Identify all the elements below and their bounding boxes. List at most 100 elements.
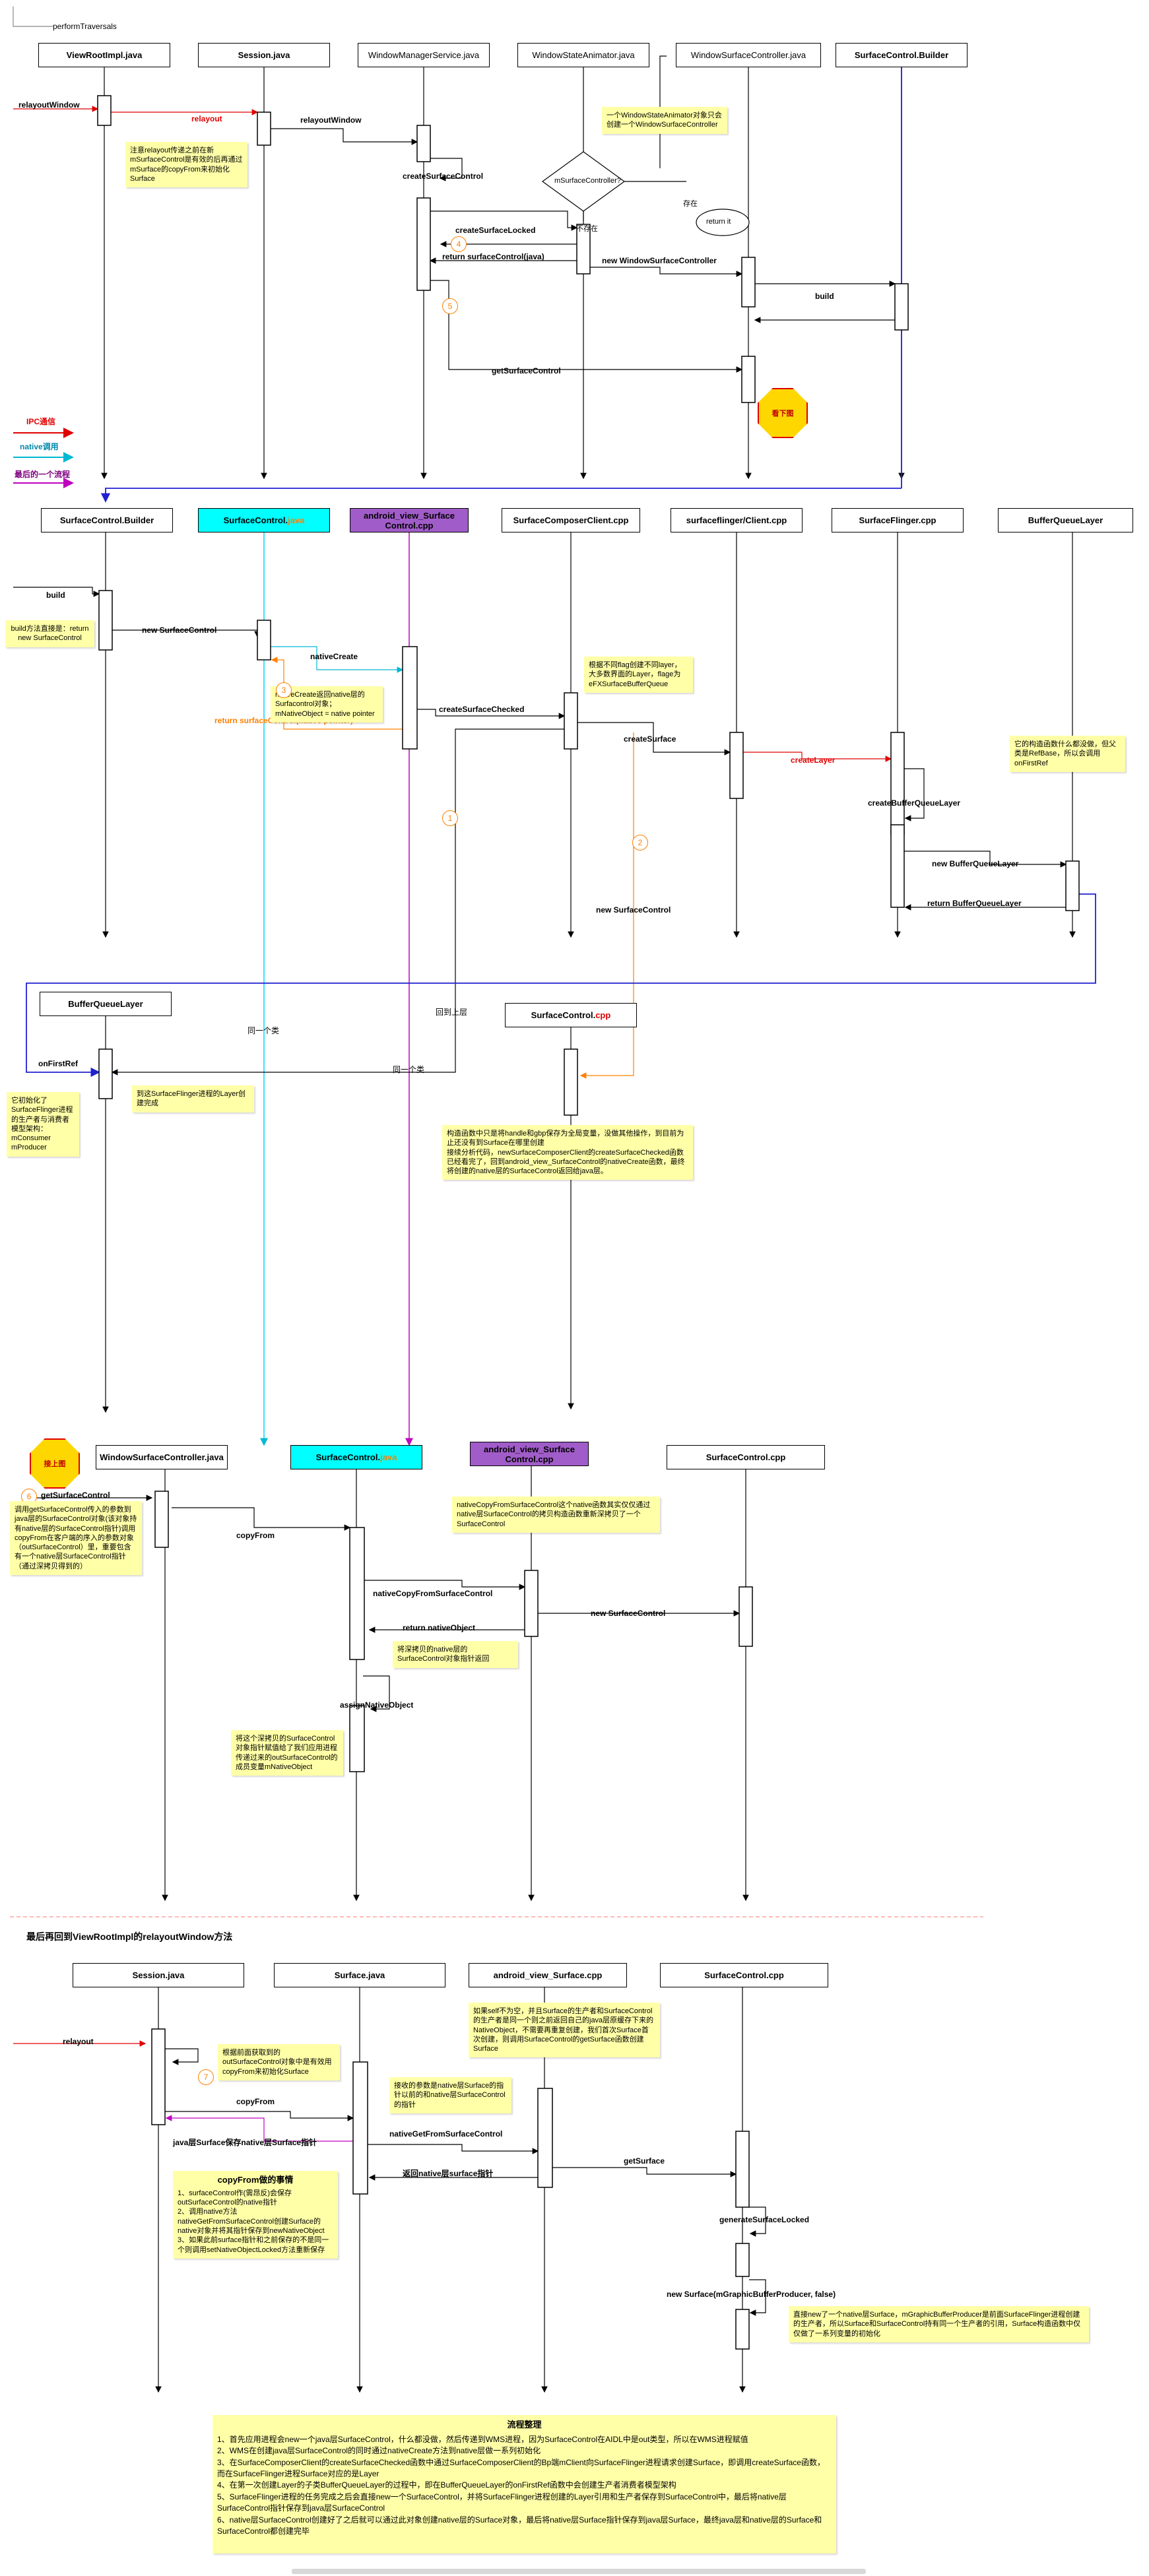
section3-activations xyxy=(98,1048,578,1116)
footer-back-to-relayout: 最后再回到ViewRootImpl的relayoutWindow方法 xyxy=(26,1931,233,1942)
msg-create-layer: createLayer xyxy=(791,756,836,765)
msg-get-surface: getSurface xyxy=(624,2156,665,2166)
msg-on-first-ref: onFirstRef xyxy=(38,1059,78,1068)
lifeline-buffer-queue-layer: BufferQueueLayer xyxy=(998,508,1133,532)
note-copy-from: copyFrom做的事情 1、surfaceControl作(需昂反)会保存ou… xyxy=(173,2171,338,2259)
step-4-marker: 4 xyxy=(451,236,467,252)
lifeline-buffer-queue-layer-2: BufferQueueLayer xyxy=(40,992,172,1016)
relayout-window-start-label: relayoutWindow xyxy=(18,100,80,110)
lifeline-surface-control-java-2: SurfaceControl.java xyxy=(290,1445,422,1469)
horizontal-scrollbar[interactable] xyxy=(292,2569,866,2574)
msg-build: build xyxy=(815,292,834,301)
msg-native-copy-from-surface-control: nativeCopyFromSurfaceControl xyxy=(373,1589,493,1598)
lifeline-android-view-surface-cpp: android_view_Surface.cpp xyxy=(469,1963,627,1987)
note-copy-from-body: 1、surfaceControl作(需昂反)会保存outSurfaceContr… xyxy=(178,2189,329,2254)
msg-relayout: relayout xyxy=(191,114,222,123)
summary-note: 流程整理 1、首先应用进程会new一个java层SurfaceControl，什… xyxy=(213,2415,836,2554)
msg-create-surface-locked: createSurfaceLocked xyxy=(455,226,536,235)
lifeline-builder-2: SurfaceControl.Builder xyxy=(41,508,173,532)
msg-new-surface-control: new SurfaceControl xyxy=(142,626,217,635)
msg-generate-surface-locked: generateSurfaceLocked xyxy=(719,2215,810,2224)
lifeline-surface-control-builder: SurfaceControl.Builder xyxy=(836,43,968,67)
note-copy-from-title: copyFrom做的事情 xyxy=(217,2175,294,2185)
perform-traversals-label: performTraversals xyxy=(53,22,117,31)
summary-item-4: 4、在第一次创建Layer的子类BufferQueueLayer的过程中，即在B… xyxy=(217,2480,676,2490)
lifeline-client-cpp: surfaceflinger/Client.cpp xyxy=(671,508,803,532)
section2-activations xyxy=(98,590,1080,911)
msg-new-surface-control-cpp: new SurfaceControl xyxy=(596,905,671,915)
lifeline-surface-control-cpp-3: SurfaceControl.cpp xyxy=(660,1963,828,1987)
msg-copy-from: copyFrom xyxy=(236,1531,275,1540)
note-builder: build方法直接是：return new SurfaceControl xyxy=(5,620,94,647)
decision-not-exists: 不存在 xyxy=(576,225,598,233)
note-self: 如果self不为空，并且Surface的生产者和SurfaceControl的生… xyxy=(469,2003,660,2058)
msg-create-surface-checked: createSurfaceChecked xyxy=(439,705,525,714)
lifeline-surface-composer-client: SurfaceComposerClient.cpp xyxy=(502,508,640,532)
label-same-class-2: 同一个类 xyxy=(393,1065,425,1074)
stop-sign-next: 看下图 xyxy=(758,388,808,438)
msg-return-top: 回到上层 xyxy=(436,1008,468,1017)
note-receive: 接收的参数是native层Surface的指针以前的和native层Surfac… xyxy=(389,2077,511,2113)
msg-create-surface-control: createSurfaceControl xyxy=(403,172,484,181)
stop-sign-continue: 接上图 xyxy=(30,1438,80,1489)
lifeline-session-2: Session.java xyxy=(73,1963,244,1987)
note-native-copy: nativeCopyFromSurfaceControl这个native函数其实… xyxy=(452,1497,660,1533)
msg-new-surface: new Surface(mGraphicBufferProducer, fals… xyxy=(667,2290,836,2299)
msg-copy-from-2: copyFrom xyxy=(236,2097,275,2106)
msg-build-2: build xyxy=(46,591,65,600)
msg-return-native-object: return nativeObject xyxy=(403,1623,476,1632)
lifeline-surface-control-cpp-2: SurfaceControl.cpp xyxy=(667,1445,825,1469)
note-animator: 一个WindowStateAnimator对象只会创建一个WindowSurfa… xyxy=(602,107,727,134)
lifeline-surfaceflinger-cpp: SurfaceFlinger.cpp xyxy=(832,508,964,532)
section4-activations xyxy=(154,1491,753,1772)
lifeline-surface-control-cpp: SurfaceControl.cpp xyxy=(505,1003,637,1027)
msg-get-surface-control: getSurfaceControl xyxy=(492,366,561,375)
lifeline-android-view-surface-control-cpp-2: android_view_Surface Control.cpp xyxy=(470,1442,589,1466)
note-layer-created: 到这SurfaceFlinger进程的Layer创建完成 xyxy=(132,1085,254,1112)
note-assign: 将这个深拷贝的SurfaceControl对象指针赋值给了我们应用进程传递过来的… xyxy=(231,1730,343,1776)
note-bql-ctor: 它的构造函数什么都没做，但父类是RefBase，所以会调用onFirstRef xyxy=(1010,736,1125,772)
summary-item-5: 5、SurfaceFlinger进程的任务完成之后会直接new一个Surface… xyxy=(217,2492,787,2513)
lifeline-wms: WindowManagerService.java xyxy=(358,43,490,67)
msg-relayout-2: relayout xyxy=(63,2037,94,2046)
section3-lines xyxy=(102,1016,574,1413)
msg-get-surface-control-2: getSurfaceControl xyxy=(41,1491,110,1500)
msg-return-buffer-queue-layer: return BufferQueueLayer xyxy=(927,899,1022,908)
note-flag: 根据不同flag创建不同layer，大多数界面的Layer，flage为eFXS… xyxy=(584,657,693,693)
summary-title: 流程整理 xyxy=(507,2420,542,2430)
step-7-marker: 7 xyxy=(198,2069,214,2085)
step-3-marker: 3 xyxy=(276,682,292,698)
msg-return-native-surface: 返回native层surface指针 xyxy=(403,2169,494,2178)
section1-activations xyxy=(97,95,909,403)
step-2-marker: 2 xyxy=(632,835,648,851)
msg-new-buffer-queue-layer: new BufferQueueLayer xyxy=(932,859,1019,868)
lifeline-window-surface-controller-2: WindowSurfaceController.java xyxy=(96,1445,228,1469)
lifeline-session: Session.java xyxy=(198,43,330,67)
legend-last-flow: 最后的一个流程 xyxy=(15,470,71,479)
legend-lines xyxy=(13,428,74,488)
lifeline-viewrootimpl: ViewRootImpl.java xyxy=(38,43,170,67)
note-get-surface-control: 调用getSurfaceControl传入的参数到java层的SurfaceCo… xyxy=(10,1501,142,1576)
note-return-deep-copy: 将深拷贝的native层的SurfaceControl对象指针返回 xyxy=(393,1641,518,1668)
msg-assign-native-object: assignNativeObject xyxy=(340,1700,414,1710)
decision-label: mSurfaceController? xyxy=(554,177,621,185)
section2-lines xyxy=(13,531,1096,1446)
note-relayout: 注意relayout传递之前在新mSurfaceControl是有效的后再通过m… xyxy=(125,142,247,188)
note-params: 根据前面获取到的outSurfaceControl对象中是有效用copyFrom… xyxy=(218,2044,340,2080)
legend-ipc: IPC通信 xyxy=(26,417,56,426)
msg-new-window-surface-controller: new WindowSurfaceController xyxy=(602,256,717,265)
msg-create-buffer-queue-layer: createBufferQueueLayer xyxy=(868,798,961,808)
step-1-marker: 1 xyxy=(442,810,458,826)
section5-activations xyxy=(151,2028,750,2350)
msg-relayout-window: relayoutWindow xyxy=(300,115,362,125)
note-init-producer-consumer: 它初始化了SurfaceFlinger进程的生产者与消费者模型架构：mConsu… xyxy=(7,1092,79,1157)
summary-item-1: 1、首先应用进程会new一个java层SurfaceControl，什么都没做，… xyxy=(217,2434,748,2444)
lifeline-surface-java: Surface.java xyxy=(274,1963,445,1987)
step-5-marker: 5 xyxy=(442,298,458,314)
msg-native-create: nativeCreate xyxy=(310,652,358,661)
msg-native-get-from-surface-control: nativeGetFromSurfaceControl xyxy=(389,2129,503,2139)
return-it: return it xyxy=(706,218,731,226)
summary-item-6: 6、native层SurfaceControl创建好了之后就可以通过此对象创建n… xyxy=(217,2515,822,2536)
note-new-surface: 直接new了一个native层Surface，mGraphicBufferPro… xyxy=(789,2306,1089,2342)
msg-return-surface-control: return surfaceControl(java) xyxy=(442,252,544,261)
